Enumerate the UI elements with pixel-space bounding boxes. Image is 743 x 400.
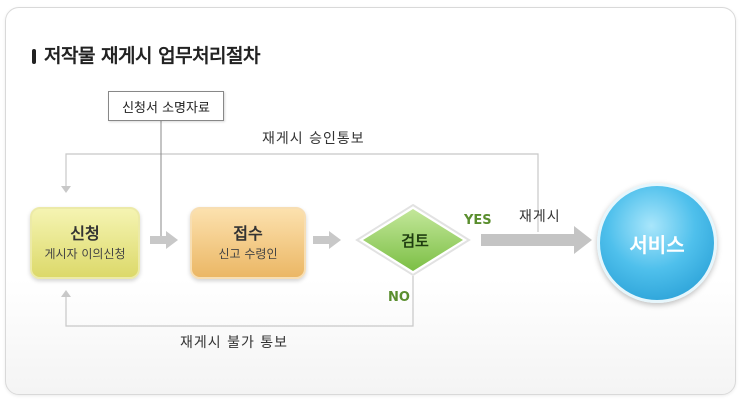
reject-notice-label: 재게시 불가 통보 [180, 335, 289, 351]
approve-loop-line [65, 153, 539, 232]
repost-label: 재게시 [519, 209, 561, 225]
reject-loop-line [65, 276, 414, 327]
service-node: 서비스 [597, 183, 717, 303]
arrow-apply-to-receive [150, 231, 178, 249]
yes-label: YES [464, 213, 492, 228]
receive-node-subtitle: 신고 수령인 [218, 247, 278, 261]
no-label: NO [388, 290, 410, 305]
service-node-label: 서비스 [629, 232, 685, 257]
approve-notice-label: 재게시 승인통보 [262, 131, 365, 147]
apply-node: 신청 게시자 이의신청 [30, 207, 140, 279]
reject-loop-arrowhead [61, 290, 71, 297]
receive-node: 접수 신고 수령인 [190, 207, 306, 279]
diagram-title: 저작물 재게시 업무처리절차 [32, 44, 261, 68]
arrow-receive-to-review [313, 231, 341, 249]
document-box: 신청서 소명자료 [108, 91, 224, 121]
title-text: 저작물 재게시 업무처리절차 [44, 45, 261, 67]
apply-node-subtitle: 게시자 이의신청 [44, 247, 126, 261]
approve-loop-arrowhead [61, 186, 71, 193]
title-bullet-icon [32, 48, 36, 64]
receive-node-title: 접수 [233, 224, 263, 243]
apply-node-title: 신청 [70, 224, 100, 243]
review-node-label: 검토 [401, 232, 429, 250]
arrow-review-to-service [481, 226, 592, 254]
